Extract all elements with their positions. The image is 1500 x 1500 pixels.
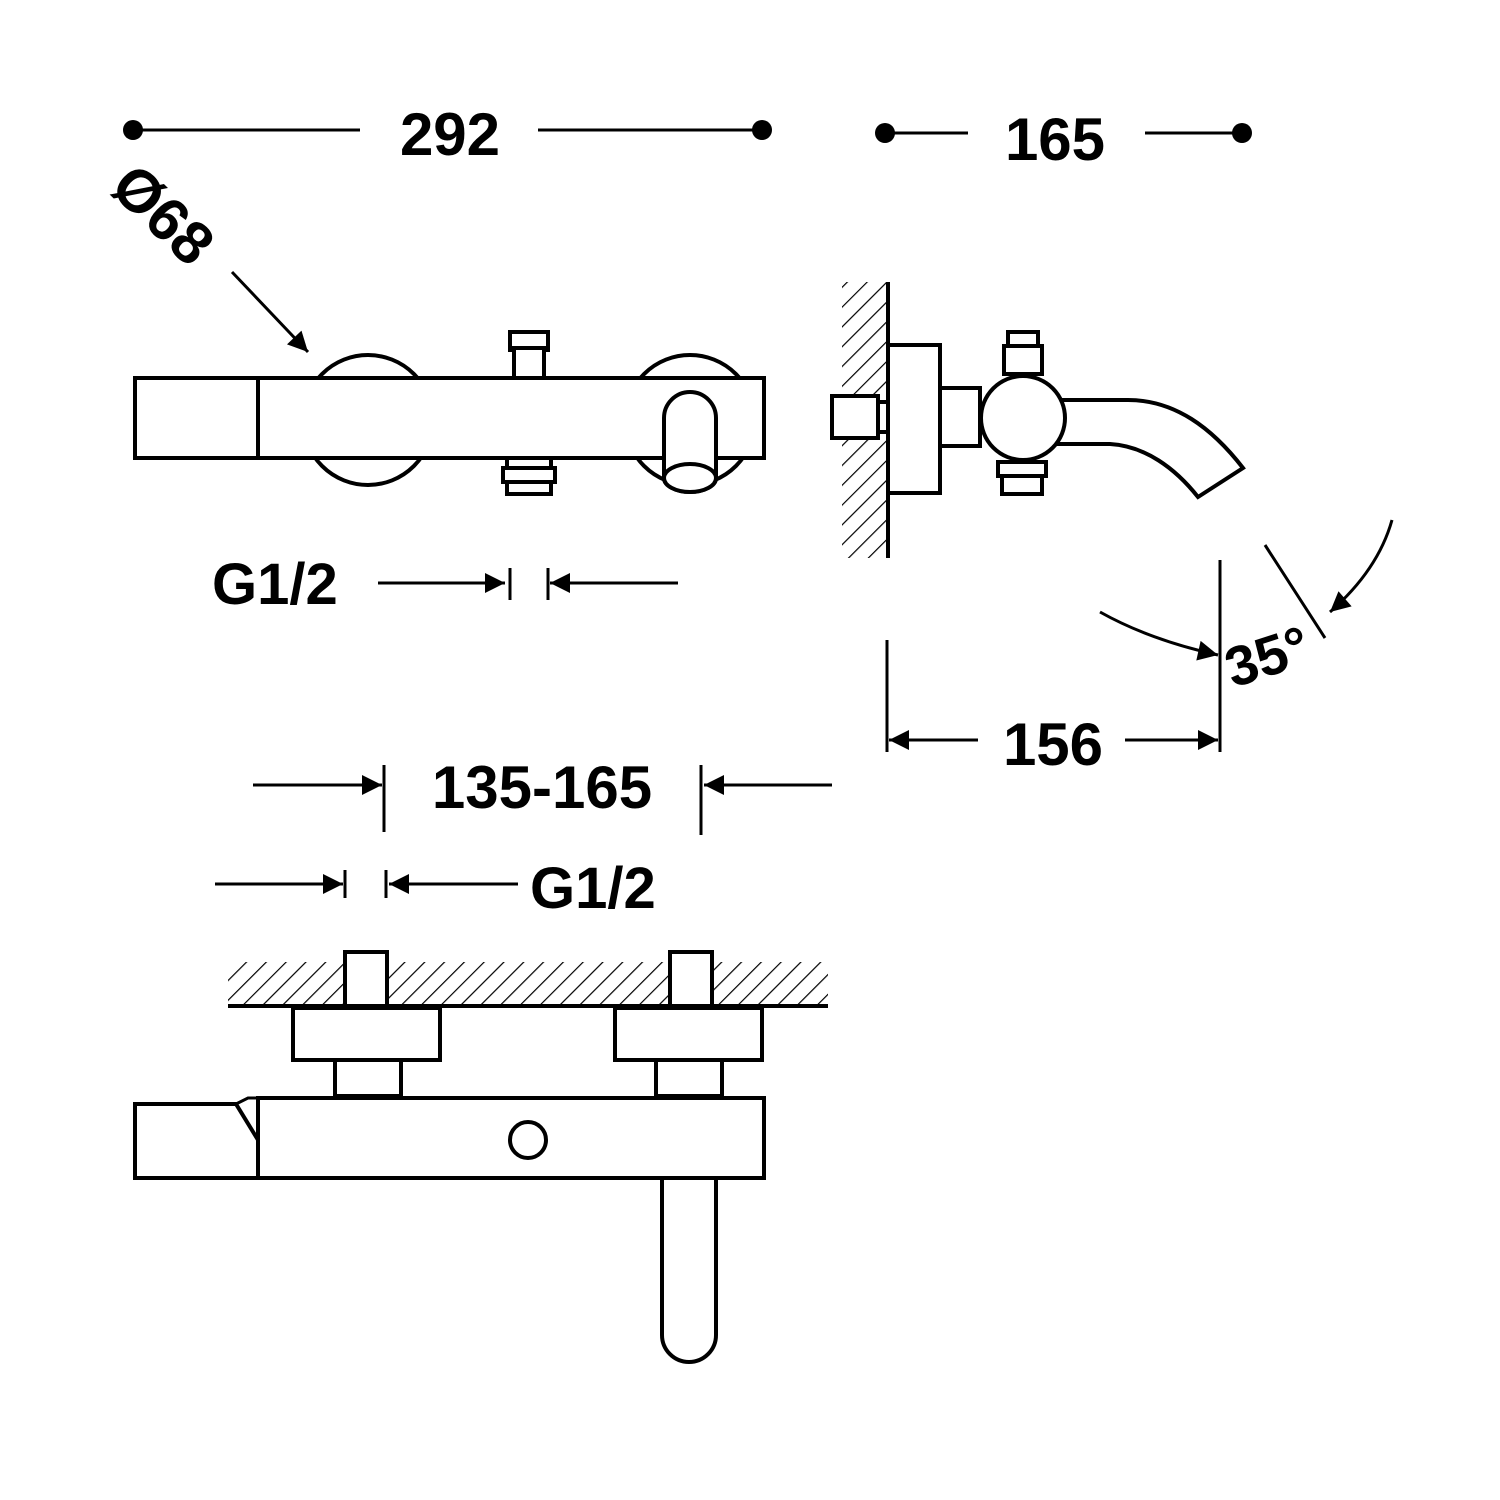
body-round-side bbox=[979, 374, 1067, 462]
side-view bbox=[830, 282, 1246, 558]
dimension-escutcheon-diameter: Ø68 bbox=[99, 151, 310, 354]
dimension-projection: 165 bbox=[875, 106, 1252, 173]
dimension-thread-bottom: G1/2 bbox=[215, 856, 656, 921]
front-view bbox=[133, 330, 766, 496]
wall-hatching-top bbox=[228, 962, 828, 1006]
dimension-spout-reach: 156 bbox=[885, 640, 1218, 778]
spout-reach-label: 156 bbox=[1003, 711, 1103, 778]
dimension-overall-length: 292 bbox=[123, 101, 772, 168]
thread-top-label: G1/2 bbox=[212, 552, 338, 617]
diameter-label: Ø68 bbox=[99, 151, 227, 278]
dimension-spout-angle: 35° bbox=[1099, 519, 1394, 752]
spout-top-view bbox=[660, 1174, 718, 1364]
thermostat-handle-top bbox=[133, 1102, 260, 1180]
thermostat-handle bbox=[133, 376, 260, 460]
top-view bbox=[133, 950, 828, 1364]
spout-side bbox=[1056, 398, 1246, 500]
dimension-thread-top: G1/2 bbox=[212, 552, 678, 617]
thread-bottom-label: G1/2 bbox=[530, 856, 656, 921]
dimension-center-distance: 135-165 bbox=[253, 754, 832, 835]
projection-label: 165 bbox=[1005, 106, 1105, 173]
overall-length-label: 292 bbox=[400, 101, 500, 168]
center-distance-label: 135-165 bbox=[432, 754, 652, 821]
angle-label: 35° bbox=[1217, 613, 1317, 699]
